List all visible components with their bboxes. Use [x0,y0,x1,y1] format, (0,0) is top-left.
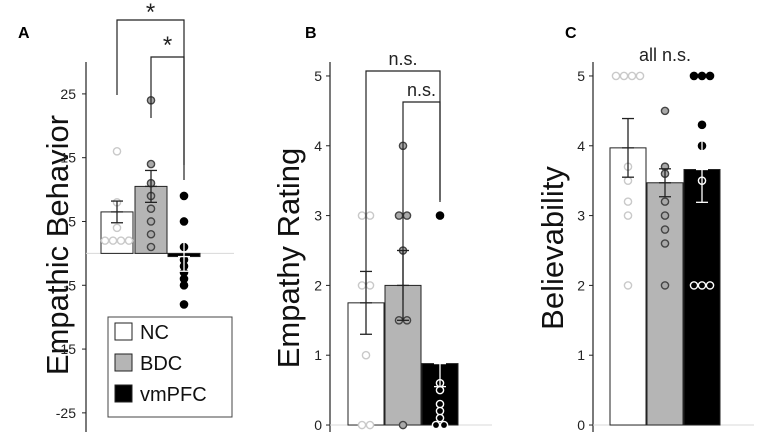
data-point-bdc [660,106,670,116]
y-tick-label: 5 [314,68,322,84]
significance-label: n.s. [388,49,417,69]
data-point-nc [365,420,375,430]
y-tick-label: -25 [56,405,76,421]
y-tick-label: -5 [64,277,77,293]
data-point-vmpfc [705,71,715,81]
data-point-vmpfc [435,406,445,416]
data-point-bdc [660,225,670,234]
data-point-nc [108,236,118,245]
data-point-nc [611,71,621,81]
data-point-nc [623,281,633,290]
data-point-vmpfc [179,280,189,290]
data-point-vmpfc [431,420,441,430]
y-tick-label: 25 [60,86,76,102]
legend-label: BDC [140,353,182,375]
y-tick-label: 15 [60,150,76,166]
y-tick-label: 0 [577,417,585,433]
panel-c: C Believability 5 4 3 2 1 0 all n.s. [535,25,754,433]
y-tick-label: 3 [577,208,585,224]
data-point-bdc [146,229,156,239]
data-point-nc [365,281,375,290]
data-point-vmpfc [689,71,699,81]
data-point-bdc [394,211,404,220]
data-point-vmpfc [435,413,445,423]
data-point-nc [627,71,637,81]
legend-swatch [114,322,133,341]
data-point-nc [116,236,126,245]
data-point-vmpfc [689,281,699,290]
significance-bracket [402,101,441,300]
legend-swatch [114,384,133,403]
data-point-nc [619,71,629,81]
y-tick-label: 2 [577,277,585,293]
data-point-vmpfc [179,191,189,201]
legend-label: vmPFC [140,384,207,406]
y-axis-label-a: Empathic Behavior [40,115,75,375]
data-point-nc [357,211,367,220]
significance-label: * [146,0,155,26]
y-axis-label-b: Empathy Rating [271,148,306,369]
bar-vmpfc [683,169,721,426]
data-point-bdc [146,242,156,252]
data-point-vmpfc [435,211,445,220]
y-tick-label: 2 [314,277,322,293]
legend-swatch [114,353,133,372]
data-point-bdc [146,204,156,214]
panel-letter-a: A [18,25,30,42]
data-point-bdc [660,211,670,220]
y-tick-label: -15 [56,341,76,357]
data-point-nc [623,211,633,220]
y-tick-label: 5 [577,68,585,84]
data-point-vmpfc [179,217,189,226]
y-tick-label: 4 [314,138,322,154]
data-point-bdc [660,239,670,248]
data-point-vmpfc [697,71,707,81]
data-point-bdc [146,217,156,226]
legend-label: NC [140,322,169,344]
y-tick-label: 1 [314,347,322,363]
y-tick-label: 3 [314,208,322,224]
data-point-vmpfc [705,281,715,290]
significance-label: n.s. [407,80,436,100]
significance-bracket [150,56,185,180]
significance-label: all n.s. [639,45,691,65]
data-point-nc [357,281,367,290]
legend: NC BDC vmPFC [107,316,233,418]
data-point-nc [623,176,633,185]
panel-b: B Empathy Rating 5 4 3 2 1 0 n.s. n.s. [271,25,492,433]
data-point-vmpfc [435,399,445,409]
y-tick-label: 1 [577,347,585,363]
data-point-nc [100,236,110,245]
data-point-bdc [398,420,408,430]
y-axis-label-c: Believability [535,166,570,330]
y-tick-label: 0 [314,417,322,433]
significance-label: * [163,32,172,59]
y-tick-label: 5 [68,213,76,229]
data-point-nc [112,147,122,156]
data-point-vmpfc [435,385,445,395]
data-point-vmpfc [179,300,189,309]
data-point-nc [623,197,633,206]
data-point-nc [361,350,371,360]
data-point-vmpfc [697,281,707,290]
data-point-bdc [402,211,412,220]
data-point-nc [112,223,122,233]
bar-nc [100,211,134,254]
panel-letter-b: B [305,25,317,42]
data-point-vmpfc [697,120,707,130]
data-point-bdc [146,159,156,169]
panel-letter-c: C [565,25,577,42]
data-point-nc [124,236,134,245]
data-point-nc [635,71,645,81]
data-point-nc [357,420,367,430]
data-point-bdc [660,281,670,290]
data-point-vmpfc [439,420,449,430]
data-point-bdc [660,197,670,206]
bar-bdc [646,182,684,426]
data-point-nc [365,211,375,220]
y-tick-label: 4 [577,138,585,154]
panel-a: A Empathic Behavior 25 15 5 -5 -15 -25 * * [18,0,234,432]
